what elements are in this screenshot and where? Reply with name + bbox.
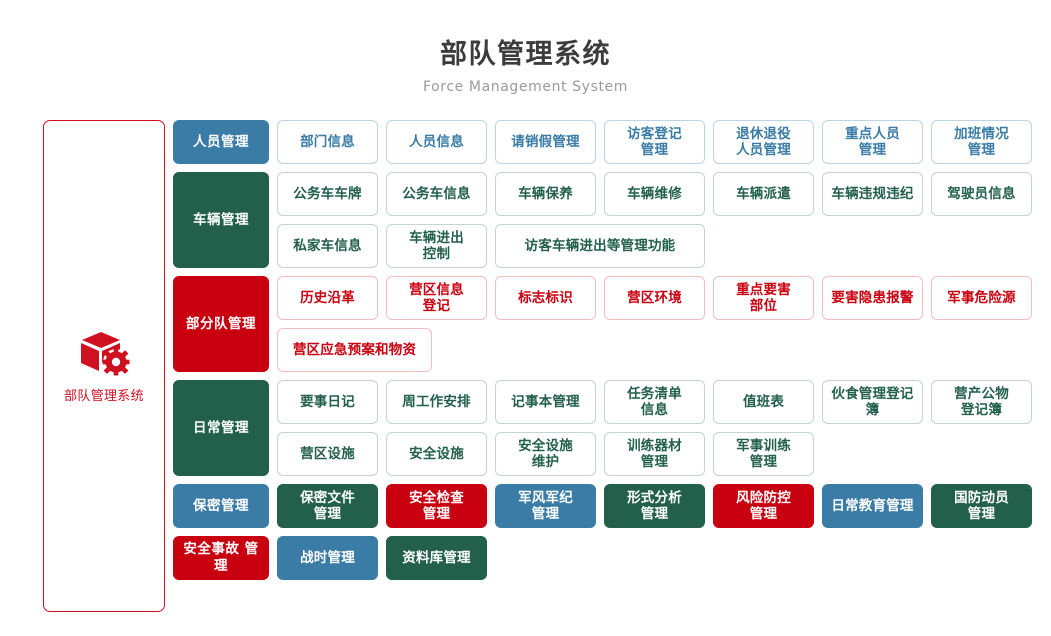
module-row: 战时管理资料库管理 <box>277 536 1043 580</box>
module-button-访客车辆进出等管理功能[interactable]: 访客车辆进出等管理功能 <box>495 224 705 268</box>
module-button-人员信息[interactable]: 人员信息 <box>386 120 487 164</box>
section-header-日常管理[interactable]: 日常管理 <box>173 380 269 476</box>
module-button-营区应急预案和物资[interactable]: 营区应急预案和物资 <box>277 328 432 372</box>
module-row: 保密文件 管理安全检查 管理军风军纪 管理形式分析 管理风险防控 管理日常教育管… <box>277 484 1043 528</box>
section-rows: 保密文件 管理安全检查 管理军风军纪 管理形式分析 管理风险防控 管理日常教育管… <box>277 484 1043 528</box>
module-row: 营区应急预案和物资 <box>277 328 1043 372</box>
module-row: 部门信息人员信息请销假管理访客登记 管理退休退役 人员管理重点人员 管理加班情况… <box>277 120 1043 164</box>
module-button-车辆进出-控制[interactable]: 车辆进出 控制 <box>386 224 487 268</box>
section-车辆管理: 车辆管理公务车车牌公务车信息车辆保养车辆维修车辆派遣车辆违规违纪驾驶员信息私家车… <box>173 172 1043 268</box>
module-button-记事本管理[interactable]: 记事本管理 <box>495 380 596 424</box>
module-grid: 人员管理部门信息人员信息请销假管理访客登记 管理退休退役 人员管理重点人员 管理… <box>173 120 1043 588</box>
module-button-退休退役-人员管理[interactable]: 退休退役 人员管理 <box>713 120 814 164</box>
module-button-军事训练-管理[interactable]: 军事训练 管理 <box>713 432 814 476</box>
section-rows: 战时管理资料库管理 <box>277 536 1043 580</box>
module-row: 公务车车牌公务车信息车辆保养车辆维修车辆派遣车辆违规违纪驾驶员信息 <box>277 172 1043 216</box>
module-button-车辆派遣[interactable]: 车辆派遣 <box>713 172 814 216</box>
cube-gear-icon <box>78 329 130 377</box>
module-button-车辆维修[interactable]: 车辆维修 <box>604 172 705 216</box>
page-subtitle: Force Management System <box>422 78 628 95</box>
sidebar-brand-panel[interactable]: 部队管理系统 <box>43 120 165 612</box>
module-button-要害隐患报警[interactable]: 要害隐患报警 <box>822 276 923 320</box>
module-button-私家车信息[interactable]: 私家车信息 <box>277 224 378 268</box>
section-header-车辆管理[interactable]: 车辆管理 <box>173 172 269 268</box>
sidebar-brand-label: 部队管理系统 <box>64 388 144 404</box>
module-button-重点要害-部位[interactable]: 重点要害 部位 <box>713 276 814 320</box>
module-button-车辆违规违纪[interactable]: 车辆违规违纪 <box>822 172 923 216</box>
module-button-重点人员-管理[interactable]: 重点人员 管理 <box>822 120 923 164</box>
section-header-保密管理[interactable]: 保密管理 <box>173 484 269 528</box>
module-button-安全设施[interactable]: 安全设施 <box>386 432 487 476</box>
module-button-车辆保养[interactable]: 车辆保养 <box>495 172 596 216</box>
module-row: 营区设施安全设施安全设施 维护训练器材 管理军事训练 管理 <box>277 432 1043 476</box>
section-rows: 部门信息人员信息请销假管理访客登记 管理退休退役 人员管理重点人员 管理加班情况… <box>277 120 1043 164</box>
section-保密管理: 保密管理保密文件 管理安全检查 管理军风军纪 管理形式分析 管理风险防控 管理日… <box>173 484 1043 528</box>
module-button-请销假管理[interactable]: 请销假管理 <box>495 120 596 164</box>
module-button-保密文件-管理[interactable]: 保密文件 管理 <box>277 484 378 528</box>
module-button-驾驶员信息[interactable]: 驾驶员信息 <box>931 172 1032 216</box>
module-button-安全设施-维护[interactable]: 安全设施 维护 <box>495 432 596 476</box>
section-人员管理: 人员管理部门信息人员信息请销假管理访客登记 管理退休退役 人员管理重点人员 管理… <box>173 120 1043 164</box>
section-部分队管理: 部分队管理历史沿革营区信息 登记标志标识营区环境重点要害 部位要害隐患报警军事危… <box>173 276 1043 372</box>
module-button-军风军纪-管理[interactable]: 军风军纪 管理 <box>495 484 596 528</box>
module-button-日常教育管理[interactable]: 日常教育管理 <box>822 484 923 528</box>
module-button-部门信息[interactable]: 部门信息 <box>277 120 378 164</box>
module-button-伙食管理登记簿[interactable]: 伙食管理登记簿 <box>822 380 923 424</box>
module-button-要事日记[interactable]: 要事日记 <box>277 380 378 424</box>
page-header: 部队管理系统 Force Management System <box>0 0 1051 95</box>
module-button-周工作安排[interactable]: 周工作安排 <box>386 380 487 424</box>
module-button-风险防控-管理[interactable]: 风险防控 管理 <box>713 484 814 528</box>
module-button-资料库管理[interactable]: 资料库管理 <box>386 536 487 580</box>
module-button-战时管理[interactable]: 战时管理 <box>277 536 378 580</box>
module-button-任务清单-信息[interactable]: 任务清单 信息 <box>604 380 705 424</box>
module-button-公务车信息[interactable]: 公务车信息 <box>386 172 487 216</box>
section-header-安全事故-管理[interactable]: 安全事故 管理 <box>173 536 269 580</box>
module-button-标志标识[interactable]: 标志标识 <box>495 276 596 320</box>
module-row: 历史沿革营区信息 登记标志标识营区环境重点要害 部位要害隐患报警军事危险源 <box>277 276 1043 320</box>
section-rows: 公务车车牌公务车信息车辆保养车辆维修车辆派遣车辆违规违纪驾驶员信息私家车信息车辆… <box>277 172 1043 268</box>
module-button-值班表[interactable]: 值班表 <box>713 380 814 424</box>
module-button-军事危险源[interactable]: 军事危险源 <box>931 276 1032 320</box>
section-rows: 要事日记周工作安排记事本管理任务清单 信息值班表伙食管理登记簿营产公物 登记簿营… <box>277 380 1043 476</box>
module-button-营区设施[interactable]: 营区设施 <box>277 432 378 476</box>
page-title: 部队管理系统 <box>440 39 611 70</box>
section-日常管理: 日常管理要事日记周工作安排记事本管理任务清单 信息值班表伙食管理登记簿营产公物 … <box>173 380 1043 476</box>
module-button-安全检查-管理[interactable]: 安全检查 管理 <box>386 484 487 528</box>
module-button-营产公物-登记簿[interactable]: 营产公物 登记簿 <box>931 380 1032 424</box>
section-header-人员管理[interactable]: 人员管理 <box>173 120 269 164</box>
module-button-访客登记-管理[interactable]: 访客登记 管理 <box>604 120 705 164</box>
section-安全事故-管理: 安全事故 管理战时管理资料库管理 <box>173 536 1043 580</box>
module-row: 要事日记周工作安排记事本管理任务清单 信息值班表伙食管理登记簿营产公物 登记簿 <box>277 380 1043 424</box>
module-button-营区环境[interactable]: 营区环境 <box>604 276 705 320</box>
module-button-加班情况-管理[interactable]: 加班情况 管理 <box>931 120 1032 164</box>
section-rows: 历史沿革营区信息 登记标志标识营区环境重点要害 部位要害隐患报警军事危险源营区应… <box>277 276 1043 372</box>
body-area: 部队管理系统 人员管理部门信息人员信息请销假管理访客登记 管理退休退役 人员管理… <box>0 120 1051 612</box>
module-button-国防动员-管理[interactable]: 国防动员 管理 <box>931 484 1032 528</box>
module-row: 私家车信息车辆进出 控制访客车辆进出等管理功能 <box>277 224 1043 268</box>
section-header-部分队管理[interactable]: 部分队管理 <box>173 276 269 372</box>
module-button-历史沿革[interactable]: 历史沿革 <box>277 276 378 320</box>
module-button-公务车车牌[interactable]: 公务车车牌 <box>277 172 378 216</box>
module-button-训练器材-管理[interactable]: 训练器材 管理 <box>604 432 705 476</box>
module-button-营区信息-登记[interactable]: 营区信息 登记 <box>386 276 487 320</box>
module-button-形式分析-管理[interactable]: 形式分析 管理 <box>604 484 705 528</box>
